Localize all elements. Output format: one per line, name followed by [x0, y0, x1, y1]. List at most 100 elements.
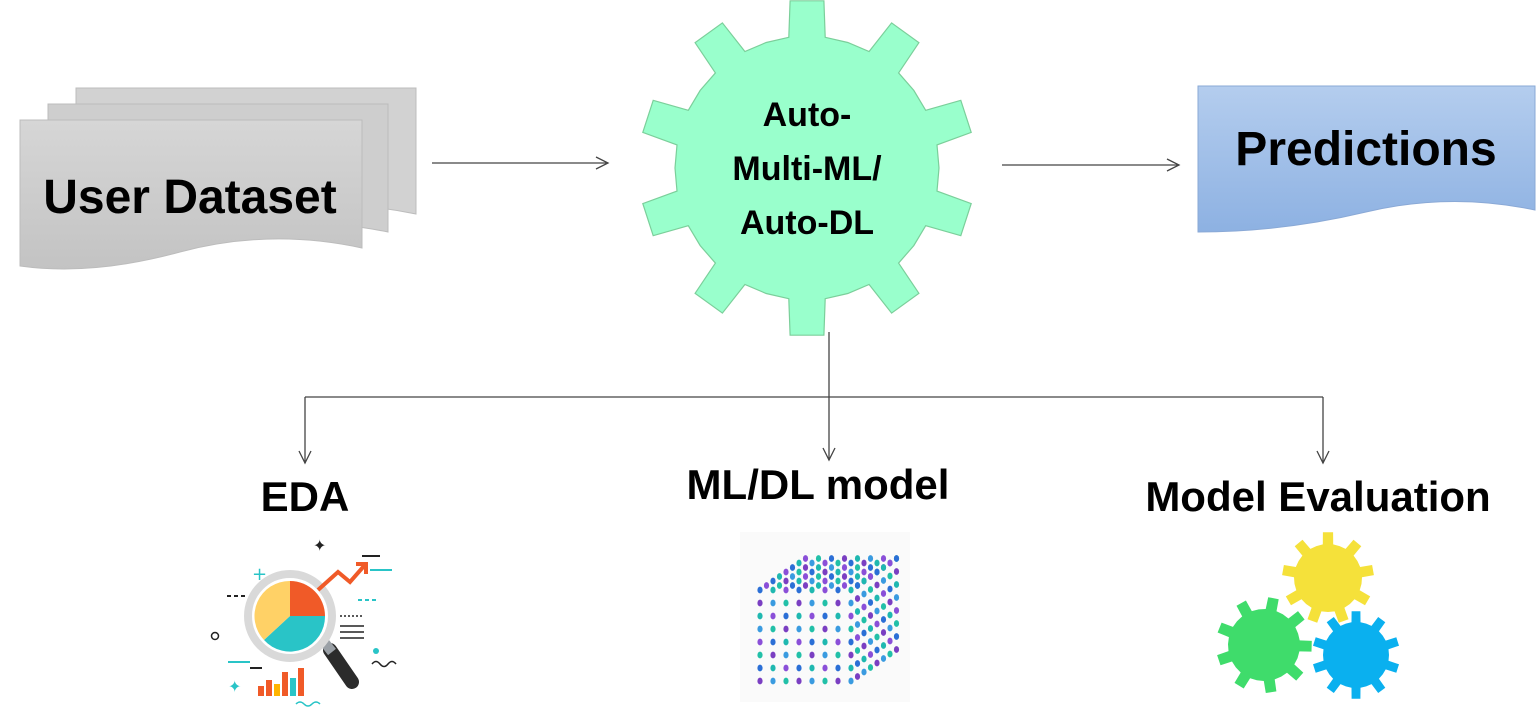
- gear-icon: [642, 0, 972, 336]
- cube-dot: [809, 677, 815, 685]
- arrowhead-dataset-to-engine: [595, 156, 610, 170]
- model-evaluation-label: Model Evaluation: [1145, 473, 1490, 520]
- cube-dot: [789, 573, 796, 580]
- cube-dot: [887, 624, 893, 632]
- cube-dot: [783, 568, 789, 576]
- cube-dot: [887, 559, 893, 567]
- cube-dot: [874, 568, 880, 576]
- cube-dot: [867, 638, 874, 645]
- cube-dot: [848, 586, 854, 594]
- cube-dot: [770, 586, 776, 594]
- cube-dot: [822, 559, 828, 567]
- cube-dot: [867, 664, 874, 671]
- cube-dot: [874, 646, 880, 654]
- cube-dot: [796, 651, 802, 659]
- user-dataset-label: User Dataset: [43, 171, 337, 224]
- ml-dl-model-label: ML/DL model: [687, 461, 950, 508]
- cube-dot: [874, 559, 880, 567]
- cube-dot: [880, 577, 887, 584]
- cube-dot: [867, 625, 874, 632]
- cube-dot: [822, 664, 828, 672]
- cube-dot: [874, 581, 880, 589]
- cube-dot: [822, 638, 828, 646]
- cube-dot: [809, 664, 815, 672]
- cube-dot: [848, 599, 854, 607]
- cube-dot: [848, 577, 854, 585]
- cube-dot: [757, 625, 763, 633]
- cube-dot: [848, 559, 854, 567]
- cube-dot: [893, 607, 900, 614]
- cube-dot: [828, 555, 835, 562]
- cube-dot: [841, 573, 848, 580]
- cube-dot: [809, 568, 815, 576]
- cube-dot: [809, 577, 815, 585]
- cube-dot: [841, 555, 848, 562]
- predictions-document: [1197, 85, 1536, 233]
- cube-dot: [861, 559, 867, 567]
- cube-dot: [757, 612, 763, 620]
- cube-dot: [848, 638, 854, 646]
- cube-dot: [757, 638, 763, 646]
- cube-dot: [809, 599, 815, 607]
- cube-dot: [848, 664, 854, 672]
- cube-dot: [861, 642, 867, 650]
- cube-dot: [867, 586, 874, 593]
- cube-dot: [822, 677, 828, 685]
- cube-dot: [796, 638, 802, 646]
- cube-dot: [854, 673, 861, 680]
- cube-dot: [854, 634, 861, 641]
- svg-text:+: +: [252, 564, 267, 585]
- cube-dot: [815, 555, 822, 562]
- cube-dot: [796, 568, 802, 576]
- cube-dot: [841, 564, 848, 571]
- cube-dot: [874, 620, 880, 628]
- cube-dot: [835, 586, 841, 594]
- cube-dot: [809, 586, 815, 594]
- cube-dot: [789, 582, 796, 589]
- cube-dot: [861, 668, 867, 676]
- cube-dot: [796, 586, 802, 594]
- arrowhead-engine-to-predictions: [1166, 158, 1181, 172]
- cube-dot: [835, 559, 841, 567]
- cube-dot: [854, 573, 861, 580]
- arrowhead-to-evaluation: [1316, 450, 1330, 465]
- cube-dot: [854, 564, 861, 571]
- cube-dot: [893, 555, 900, 562]
- cube-dot: [854, 621, 861, 628]
- cube-dot: [783, 586, 789, 594]
- cube-dot: [776, 573, 783, 580]
- cube-dot: [828, 582, 835, 589]
- svg-text:✦: ✦: [313, 536, 326, 555]
- cube-dot: [880, 555, 887, 562]
- cube-dot: [893, 568, 900, 575]
- cube-dot: [809, 638, 815, 646]
- cube-dot: [783, 599, 789, 607]
- cube-dot: [880, 564, 887, 571]
- engine-label-line-3: Auto-DL: [740, 204, 874, 242]
- cube-dot: [848, 677, 854, 685]
- cube-dot: [867, 612, 874, 619]
- cube-dot: [763, 582, 770, 589]
- engine-label-line-2: Multi-ML/: [732, 150, 882, 188]
- cube-dot: [835, 568, 841, 576]
- green-gear-icon: [1217, 597, 1312, 693]
- cube-dot: [874, 607, 880, 615]
- cube-dot: [783, 664, 789, 672]
- engine-label-line-1: Auto-: [763, 96, 852, 134]
- cube-dot: [861, 577, 867, 585]
- cube-dot: [835, 638, 841, 646]
- cube-dot: [874, 633, 880, 641]
- cube-dot: [835, 599, 841, 607]
- blue-gear-icon: [1313, 611, 1399, 699]
- user-dataset-node: User Dataset: [19, 87, 417, 270]
- cube-dot: [867, 599, 874, 606]
- cube-dot: [770, 638, 776, 646]
- cube-dot: [893, 633, 900, 640]
- cube-dot: [783, 638, 789, 646]
- cube-dot: [796, 599, 802, 607]
- cube-dot: [809, 625, 815, 633]
- cube-dot: [887, 598, 893, 606]
- cube-dot: [874, 594, 880, 602]
- cube-dot: [822, 568, 828, 576]
